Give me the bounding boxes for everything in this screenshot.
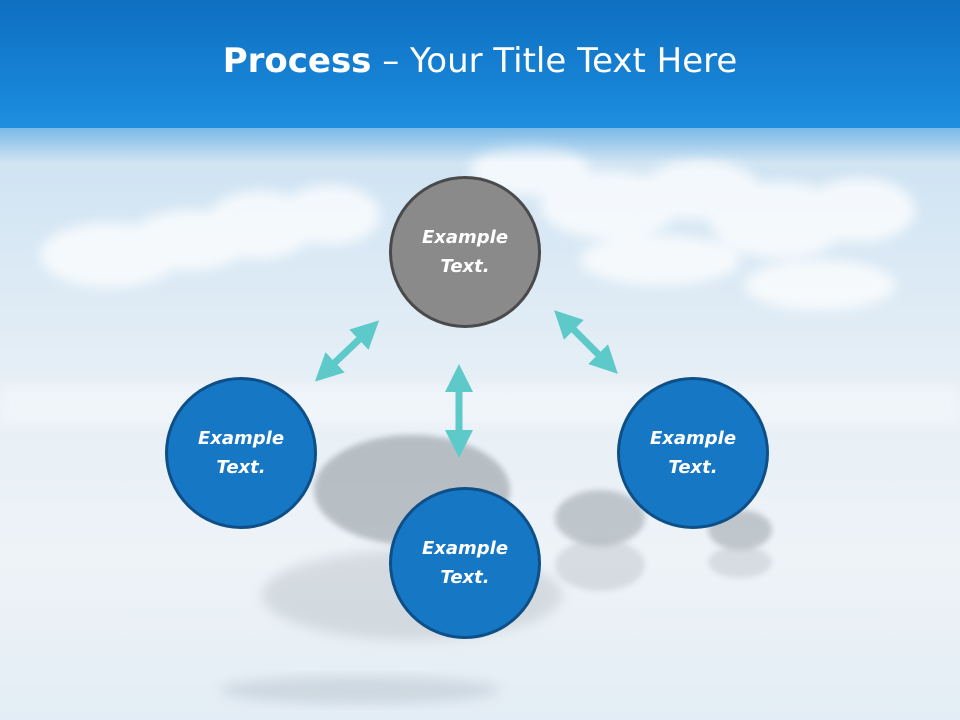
node-left-line1: Example	[197, 428, 285, 449]
title-bold: Process	[222, 41, 372, 81]
node-bottom-line2: Text.	[440, 567, 490, 588]
double-arrow-left	[314, 320, 380, 382]
node-top: Example Text.	[389, 176, 541, 328]
clouds	[40, 144, 915, 310]
title-bar: Process – Your Title Text Here	[0, 0, 960, 128]
title-rest: – Your Title Text Here	[371, 41, 738, 81]
header-fade	[0, 122, 960, 162]
page-title: Process – Your Title Text Here	[223, 41, 738, 81]
node-right-line2: Text.	[668, 457, 718, 478]
node-top-line1: Example	[421, 227, 509, 248]
node-right-line1: Example	[649, 428, 737, 449]
node-top-line2: Text.	[440, 256, 490, 277]
node-left-line2: Text.	[216, 457, 266, 478]
node-bottom-line1: Example	[421, 538, 509, 559]
node-right: Example Text.	[617, 377, 769, 529]
double-arrow-right	[554, 310, 618, 374]
node-bottom: Example Text.	[389, 487, 541, 639]
node-left: Example Text.	[165, 377, 317, 529]
